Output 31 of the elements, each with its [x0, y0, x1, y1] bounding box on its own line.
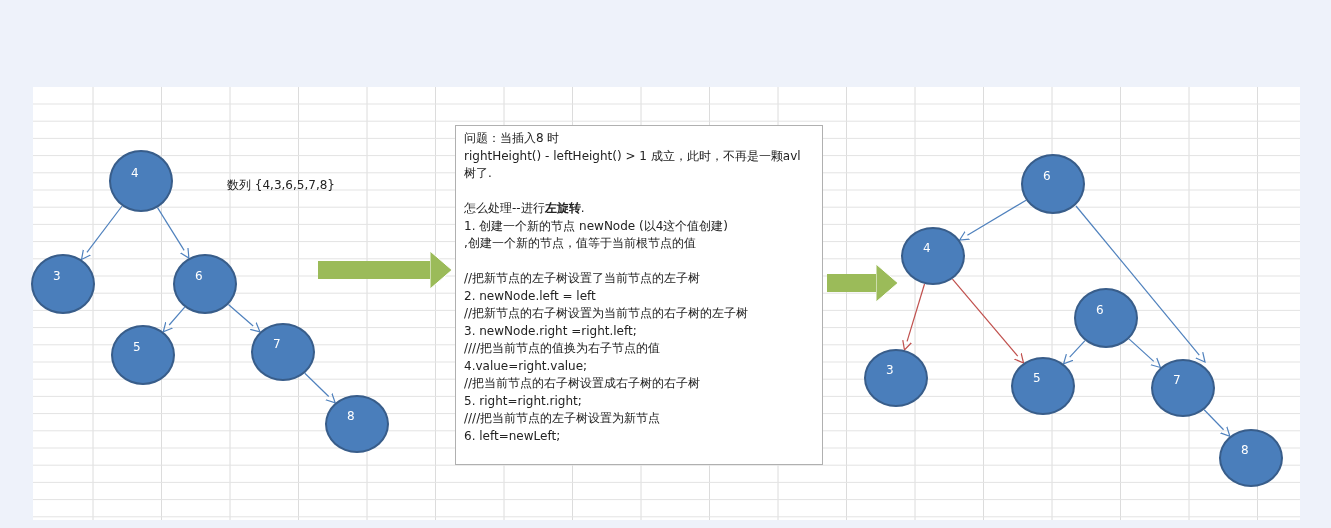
note-text: 6. left=newLeft;: [464, 427, 562, 445]
note-text: ////把当前节点的左子树设置为新节点: [464, 410, 662, 427]
block-arrow: [318, 250, 453, 290]
note-text: 3. newNode.right =right.left;: [464, 322, 638, 340]
note-text: //把当前节点的右子树设置成右子树的右子树: [464, 375, 702, 392]
note-text: ,创建一个新的节点，值等于当前根节点的值: [464, 235, 697, 252]
arrow: [80, 205, 123, 261]
note-text: 2. newNode.left = left: [464, 287, 597, 305]
arrow: [1203, 409, 1231, 437]
note-text: 问题：当插入8 时: [464, 130, 561, 147]
note-text: rightHeight() - leftHeight() > 1 成立，此时，不再是一颗avl树了.: [464, 147, 802, 182]
block-arrow: [827, 263, 899, 303]
arrow: [902, 283, 926, 351]
note-text: ////把当前节点的值换为右子节点的值: [464, 340, 662, 357]
note-text: 1. 创建一个新的节点 newNode (以4这个值创建): [464, 217, 729, 235]
note-box: [455, 125, 823, 465]
note-text: 怎么处理--进行左旋转.: [464, 200, 586, 217]
arrow: [959, 199, 1027, 241]
note-text: 4.value=right.value;: [464, 357, 589, 375]
arrow: [951, 278, 1025, 364]
arrow: [162, 306, 186, 333]
sequence-label: 数列 {4,3,6,5,7,8}: [227, 177, 335, 194]
arrow: [1128, 338, 1161, 369]
arrow: [227, 303, 261, 333]
note-text: //把新节点的左子树设置了当前节点的左子树: [464, 270, 702, 287]
note-text: 5. right=right.right;: [464, 392, 583, 410]
arrow: [304, 372, 336, 404]
note-text: //把新节点的右子树设置为当前节点的右子树的左子树: [464, 305, 750, 322]
arrow: [1075, 205, 1206, 363]
arrow: [156, 206, 190, 259]
arrow: [1063, 340, 1086, 365]
